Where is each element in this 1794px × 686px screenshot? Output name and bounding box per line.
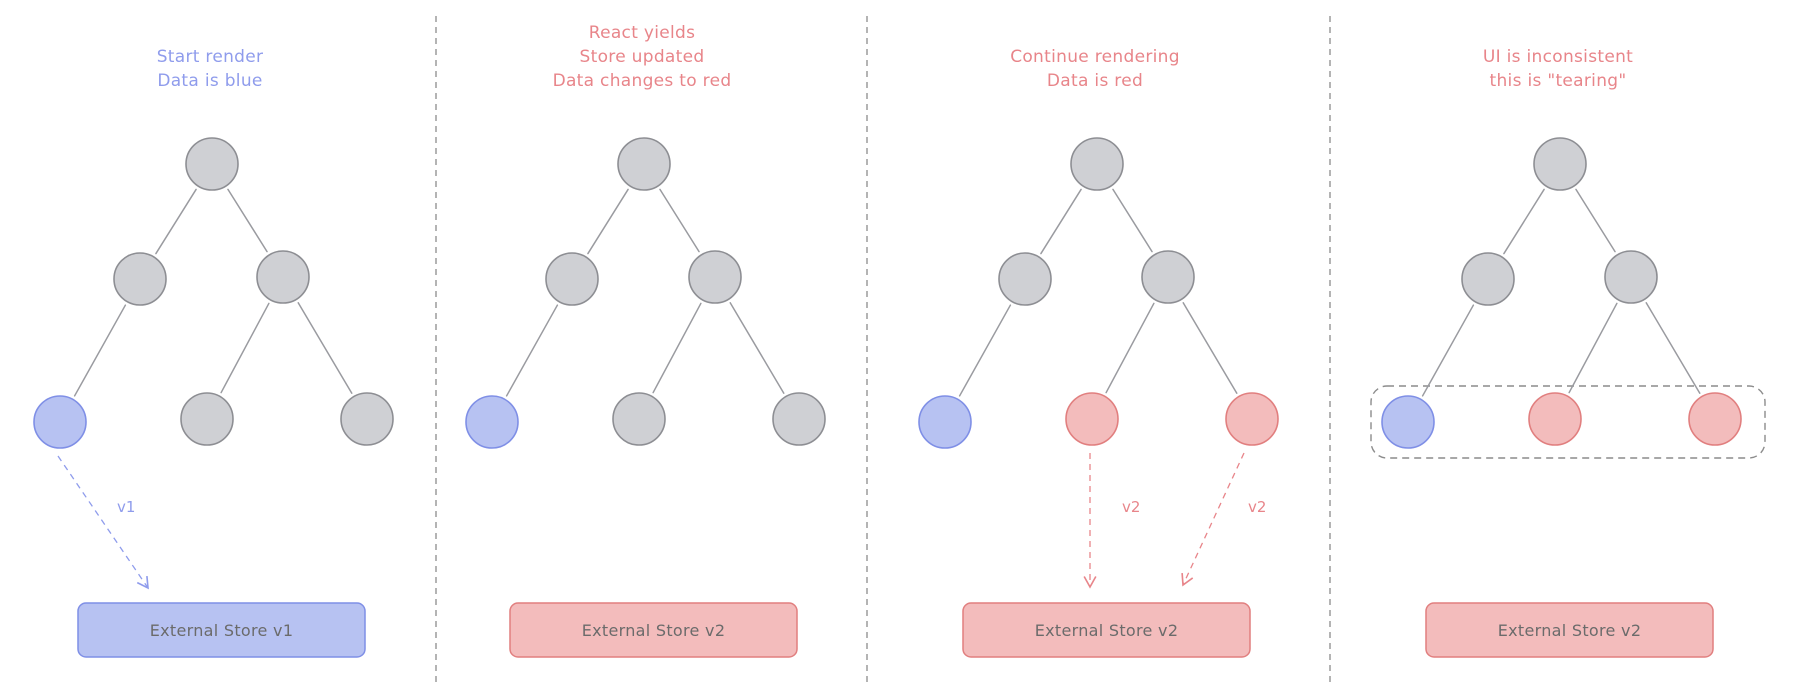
root-node <box>1070 137 1124 191</box>
external-store-label: External Store v2 <box>582 621 726 640</box>
tree-edge <box>505 304 559 397</box>
external-store-label: External Store v2 <box>1035 621 1179 640</box>
left-node <box>1461 252 1515 306</box>
tree-edge <box>587 188 629 255</box>
leaf-node-3 <box>772 392 826 446</box>
tearing-highlight-box <box>1370 385 1766 459</box>
caption-line: React yields <box>589 23 696 43</box>
panel-4: UI is inconsistent this is "tearing" Exter… <box>1370 47 1766 658</box>
right-node <box>1604 250 1658 304</box>
version-label: v1 <box>117 498 135 516</box>
root-node <box>185 137 239 191</box>
root-node <box>617 137 671 191</box>
tree-edge <box>729 302 785 394</box>
tree-edge <box>1105 302 1155 394</box>
external-store-label: External Store v2 <box>1498 621 1642 640</box>
leaf-node-3 <box>1688 392 1742 446</box>
external-store-box <box>962 602 1251 658</box>
leaf-node-2 <box>612 392 666 446</box>
tree-edge <box>1182 302 1238 394</box>
tree-edge <box>1421 304 1475 397</box>
caption-line: Data is red <box>1047 71 1143 91</box>
leaf-node-1 <box>33 395 87 449</box>
tree-edge <box>220 302 270 394</box>
right-node <box>1141 250 1195 304</box>
caption-line: UI is inconsistent <box>1483 47 1633 67</box>
leaf-node-1 <box>465 395 519 449</box>
leaf-node-1 <box>1381 395 1435 449</box>
leaf-node-3 <box>1225 392 1279 446</box>
tree-edge <box>297 302 353 394</box>
external-store-box <box>1425 602 1714 658</box>
tree-edge <box>659 188 700 253</box>
right-node <box>688 250 742 304</box>
caption-line: Start render <box>157 47 264 67</box>
left-node <box>113 252 167 306</box>
tree-edge <box>1040 188 1082 255</box>
caption-line: Store updated <box>580 47 705 67</box>
tree-edge <box>1568 302 1618 394</box>
left-node <box>545 252 599 306</box>
leaf-node-2 <box>180 392 234 446</box>
tree-edge <box>1112 188 1153 253</box>
data-read-arrow <box>57 455 149 590</box>
leaf-node-3 <box>340 392 394 446</box>
external-store-box <box>509 602 798 658</box>
tree-edge <box>958 304 1012 397</box>
caption-line: Continue rendering <box>1010 47 1180 67</box>
external-store-label: External Store v1 <box>150 621 294 640</box>
caption-line: this is "tearing" <box>1490 71 1627 91</box>
tree-edge <box>652 302 702 394</box>
tree-edge <box>1645 302 1701 394</box>
right-node <box>256 250 310 304</box>
leaf-node-2 <box>1065 392 1119 446</box>
tree-edge <box>73 304 127 397</box>
version-label: v2 <box>1122 498 1140 516</box>
tree-edge <box>155 188 197 255</box>
leaf-node-2 <box>1528 392 1582 446</box>
caption-line: Data changes to red <box>553 71 732 91</box>
left-node <box>998 252 1052 306</box>
tree-edge <box>227 188 268 253</box>
tree-edge <box>1503 188 1545 255</box>
version-label: v2 <box>1248 498 1266 516</box>
data-read-arrow <box>1181 452 1245 587</box>
tree-edge <box>1575 188 1616 253</box>
leaf-node-1 <box>918 395 972 449</box>
caption-line: Data is blue <box>157 71 262 91</box>
root-node <box>1533 137 1587 191</box>
external-store-box <box>77 602 366 658</box>
